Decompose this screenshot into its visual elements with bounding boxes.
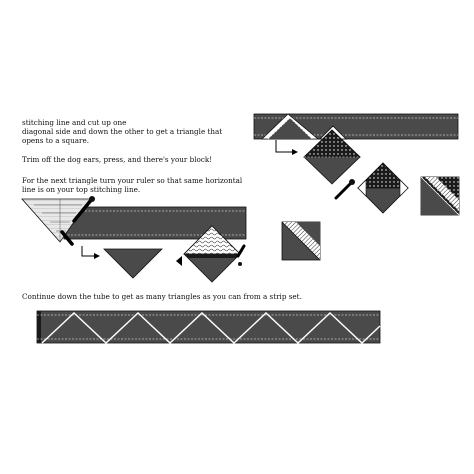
strip-bottom [36, 310, 381, 344]
instruction-text-2: Trim off the dog ears, press, and there'… [22, 155, 213, 164]
trimmed-diamond [357, 162, 409, 214]
instruction-text-1a: stitching line and cut up one [22, 118, 127, 127]
rotary-cutter-3 [236, 244, 246, 266]
arrow-1 [275, 140, 298, 155]
rotary-cutter-1 [334, 179, 355, 200]
instruction-text-1b: diagonal side and down the other to get … [22, 127, 223, 136]
cut-triangle-2 [103, 248, 163, 279]
opened-square-2 [176, 225, 241, 283]
instruction-text-3b: line is on your top stitching line. [22, 185, 141, 194]
finished-block-1 [420, 176, 460, 216]
instruction-text-3a: For the next triangle turn your ruler so… [22, 176, 243, 185]
strip-top-right [253, 113, 459, 140]
arrow-2 [81, 246, 100, 259]
opened-square-1 [303, 129, 361, 185]
finished-block-2 [281, 221, 321, 261]
rotary-cutter-2 [60, 196, 95, 246]
instruction-text-1c: opens to a square. [22, 136, 90, 145]
instruction-text-4: Continue down the tube to get as many tr… [22, 292, 302, 301]
